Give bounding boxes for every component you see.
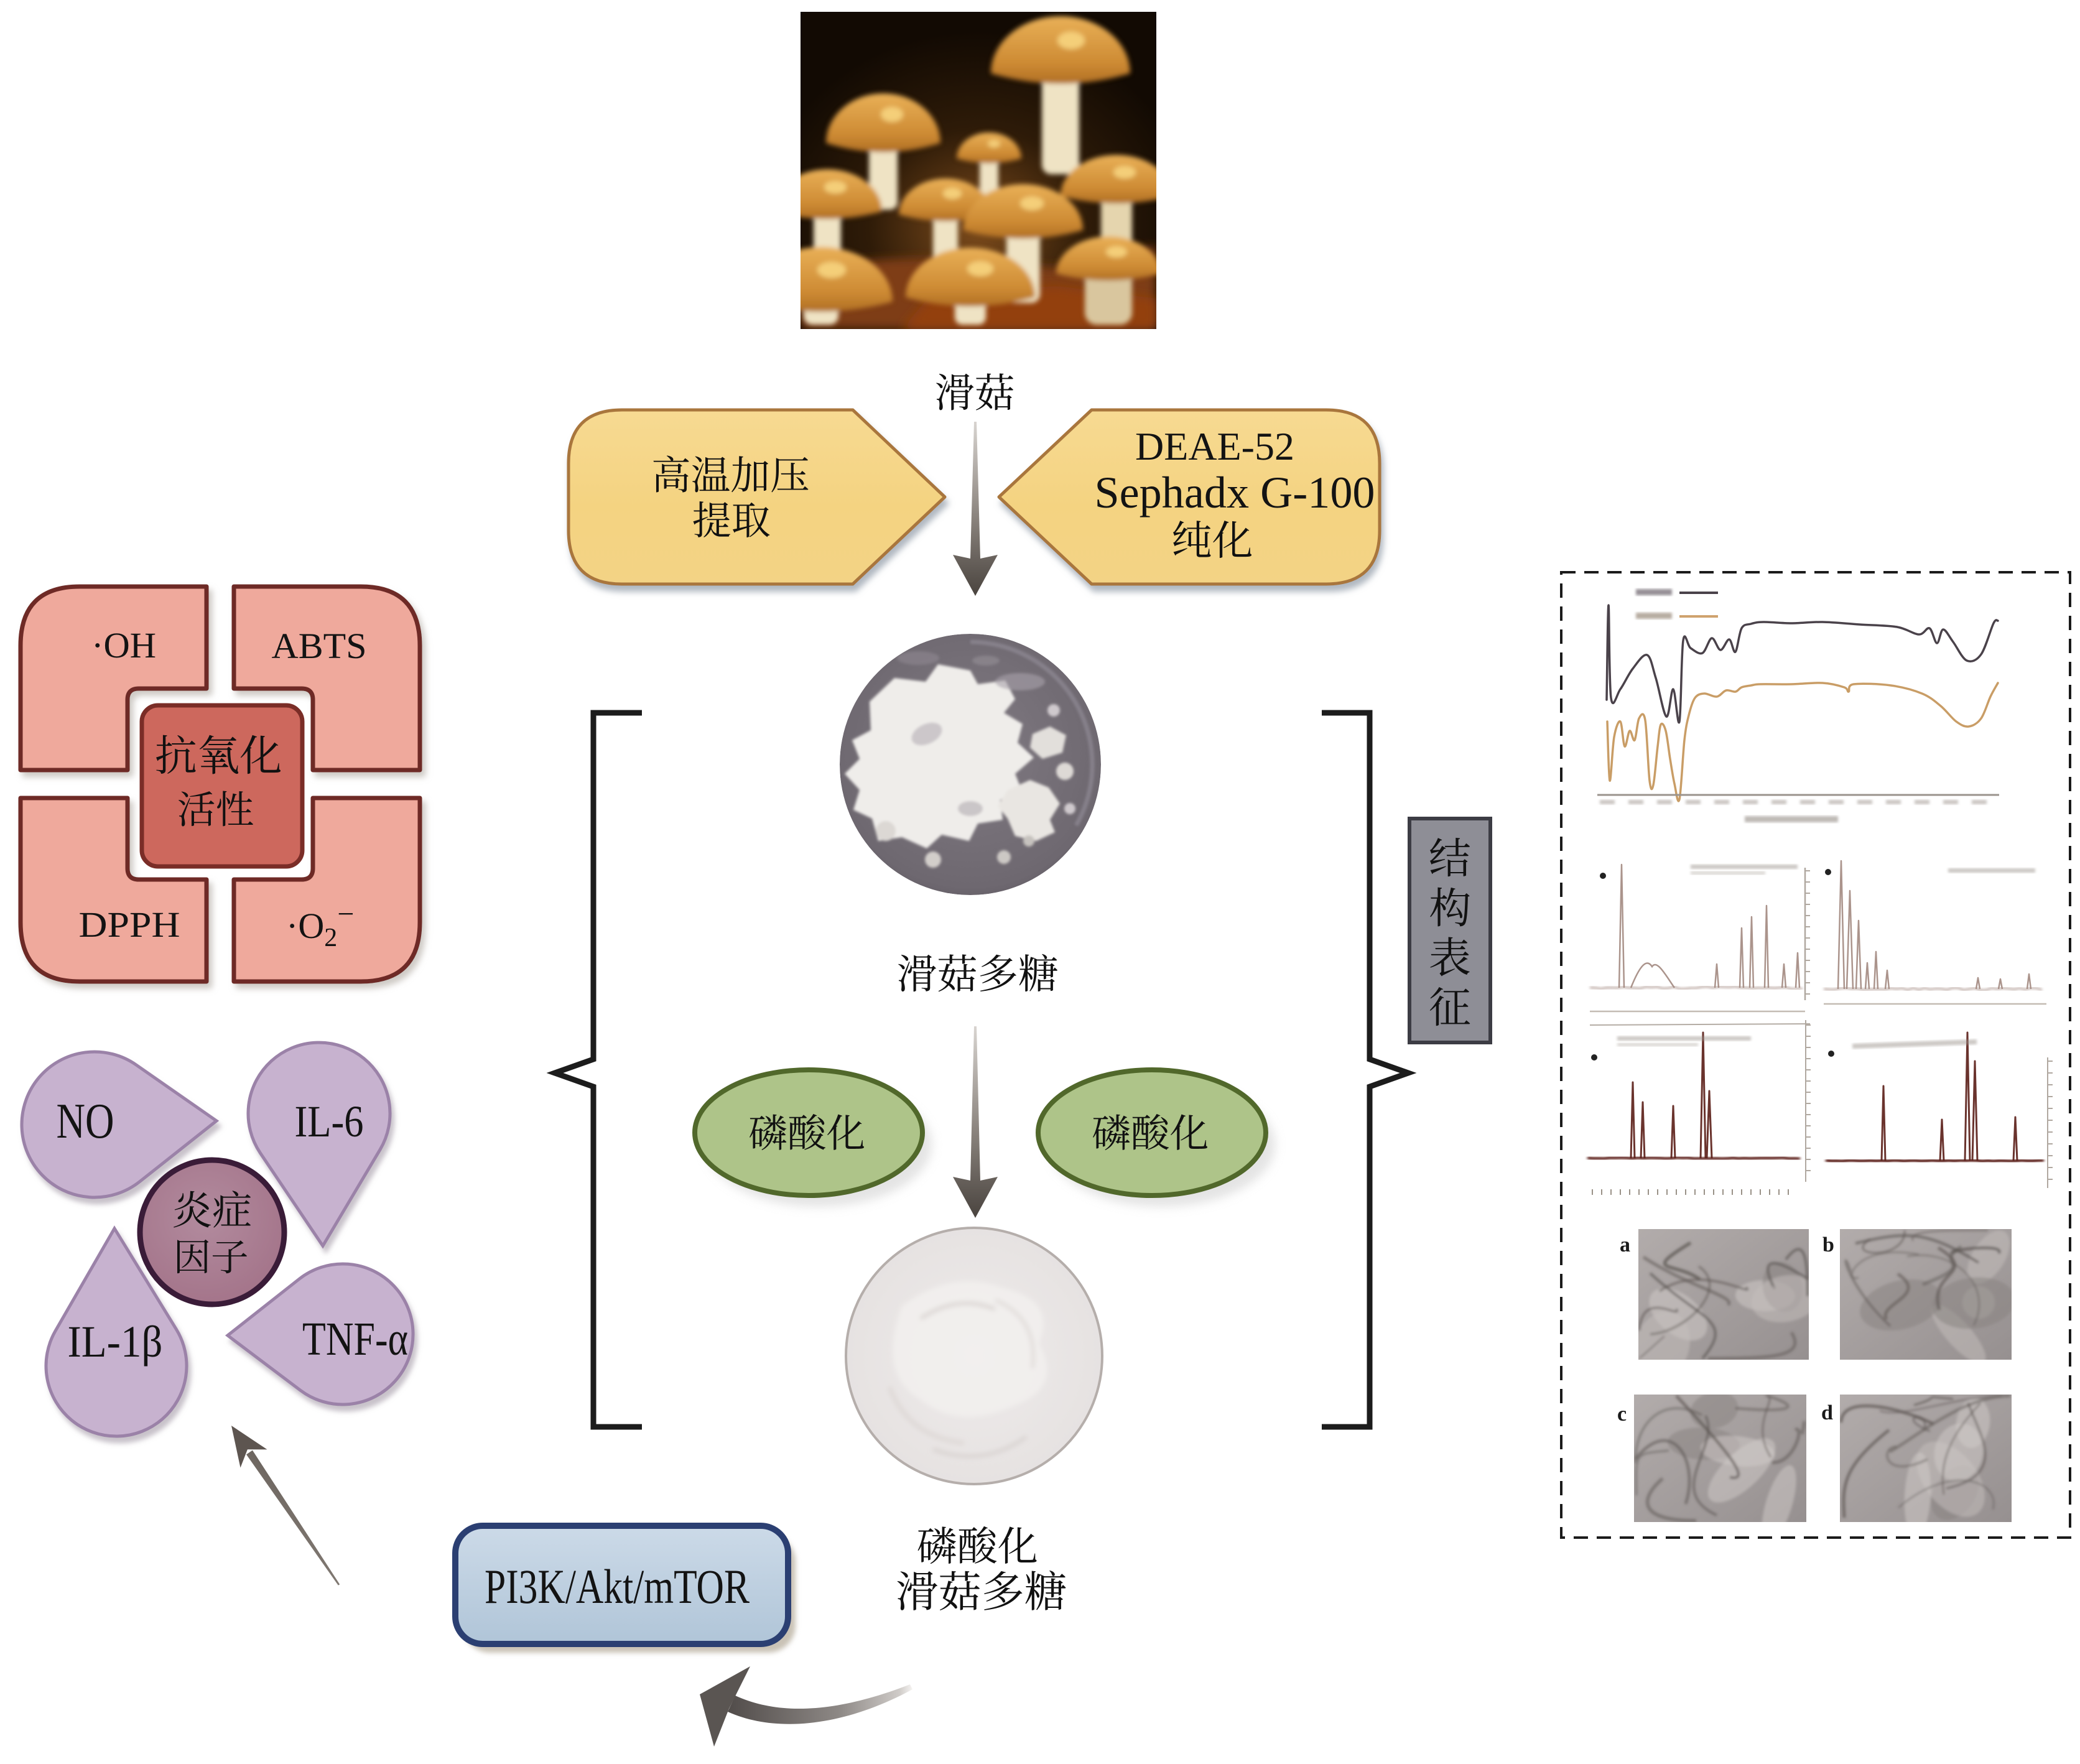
svg-text:a: a (1620, 1233, 1630, 1256)
svg-text:Sephadx G-100: Sephadx G-100 (1095, 468, 1375, 518)
svg-text:b: b (1822, 1233, 1834, 1256)
svg-text:IL-6: IL-6 (295, 1097, 364, 1146)
svg-text:DPPH: DPPH (79, 904, 180, 945)
svg-text:d: d (1821, 1401, 1833, 1424)
svg-text:PI3K/Akt/mTOR: PI3K/Akt/mTOR (485, 1559, 750, 1613)
svg-text:NO: NO (57, 1094, 114, 1149)
svg-text:DEAE-52: DEAE-52 (1135, 424, 1294, 468)
svg-text:·OH: ·OH (91, 625, 156, 666)
svg-text:TNF-α: TNF-α (302, 1313, 408, 1365)
svg-text:c: c (1617, 1403, 1627, 1426)
svg-text:IL-1β: IL-1β (68, 1317, 163, 1367)
svg-text:ABTS: ABTS (272, 626, 367, 666)
